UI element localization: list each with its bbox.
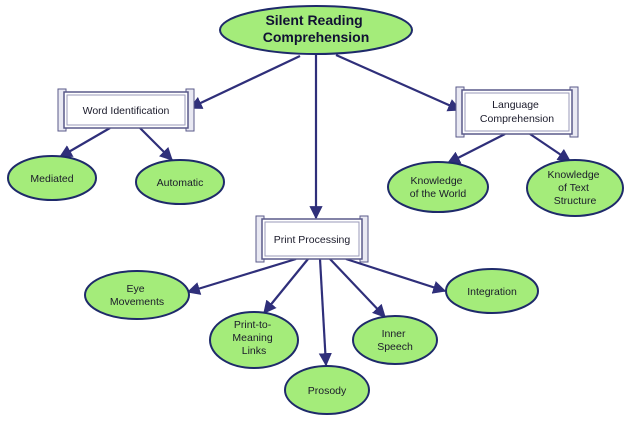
node-label: Mediated	[30, 173, 73, 185]
edges-layer	[58, 53, 572, 367]
node-mediated: Mediated	[7, 155, 97, 201]
node-label: Word Identification	[83, 105, 170, 117]
edge-lang_comp-to-knowledge_text	[529, 133, 572, 162]
edge-print_proc-to-print_meaning	[263, 258, 309, 315]
node-label: Print-to- Meaning Links	[232, 319, 275, 357]
node-label: Integration	[467, 286, 517, 298]
edge-root-to-word_id	[188, 55, 301, 109]
node-label: Knowledge of Text Structure	[548, 169, 603, 207]
node-print-to-meaning-links: Print-to- Meaning Links	[209, 311, 299, 369]
node-print-processing: Print Processing	[255, 215, 369, 263]
node-prosody: Prosody	[284, 365, 370, 415]
node-label: Automatic	[157, 177, 204, 189]
node-inner-speech: Inner Speech	[352, 315, 438, 365]
edge-print_proc-to-integration	[345, 257, 447, 294]
node-knowledge-of-text-structure: Knowledge of Text Structure	[526, 159, 624, 217]
edge-print_proc-to-prosody	[318, 258, 332, 367]
node-label: Inner Speech	[377, 328, 413, 353]
node-label: Print Processing	[274, 234, 351, 246]
edge-print_proc-to-inner_speech	[329, 258, 386, 318]
node-word-identification: Word Identification	[57, 88, 195, 132]
node-eye-movements: Eye Movements	[84, 270, 190, 320]
node-label: Eye Movements	[110, 283, 164, 308]
node-label: Silent Reading Comprehension	[263, 12, 370, 45]
node-label: Language Comprehension	[480, 99, 554, 125]
edge-word_id-to-automatic	[139, 127, 173, 161]
edge-root-to-lang_comp	[335, 53, 462, 112]
node-integration: Integration	[445, 268, 539, 314]
node-automatic: Automatic	[135, 159, 225, 205]
edge-word_id-to-mediated	[58, 127, 111, 158]
node-silent-reading-comprehension: Silent Reading Comprehension	[219, 5, 413, 55]
node-label: Knowledge of the World	[410, 175, 467, 200]
node-label: Prosody	[308, 385, 347, 397]
node-knowledge-of-the-world: Knowledge of the World	[387, 161, 489, 213]
edge-print_proc-to-eye_movements	[186, 257, 297, 295]
edge-lang_comp-to-knowledge_world	[446, 133, 506, 164]
node-language-comprehension: Language Comprehension	[455, 86, 579, 138]
